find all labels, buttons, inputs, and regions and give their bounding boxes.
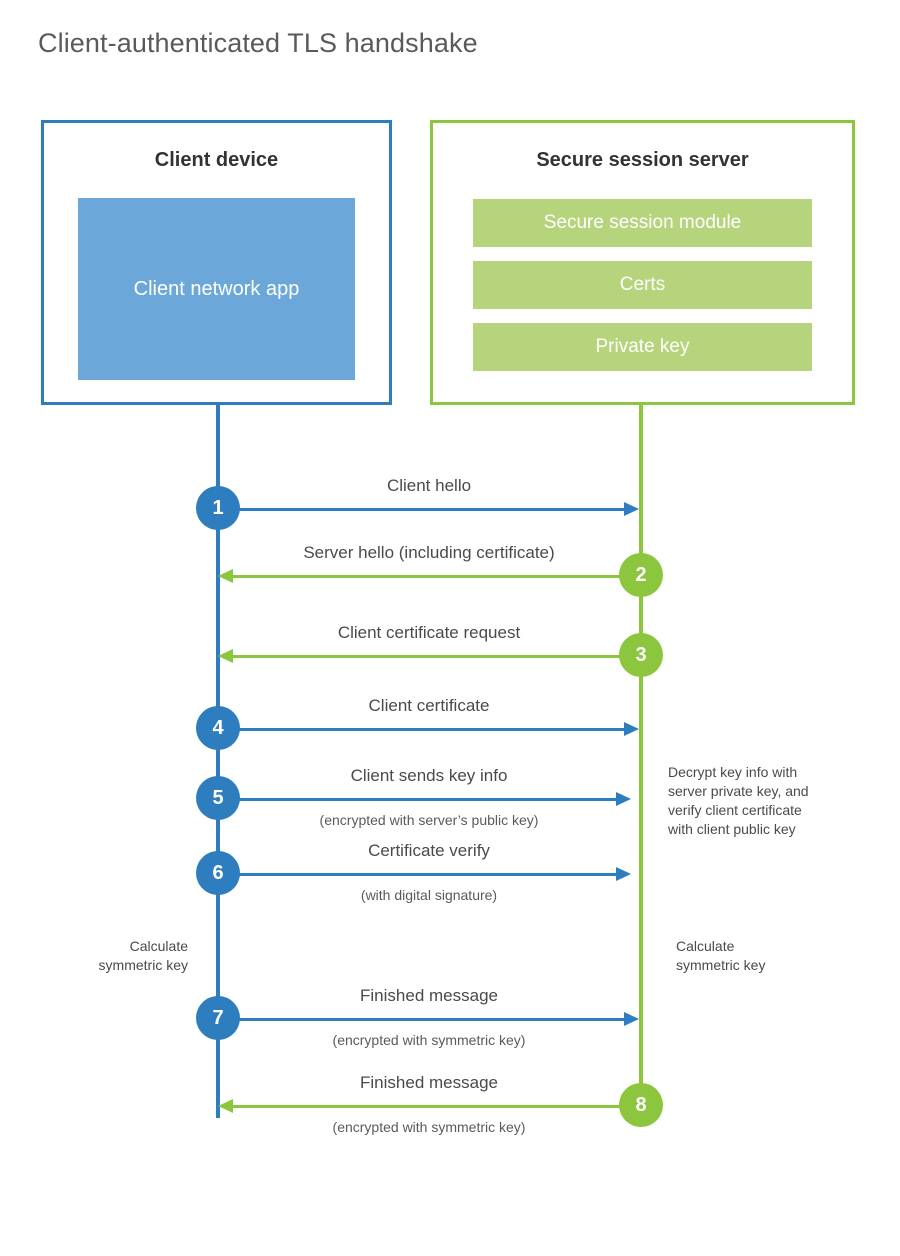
server-component-list: Secure session module Certs Private key: [473, 199, 812, 371]
client-device-box: Client device Client network app: [41, 120, 392, 405]
message-label: Finished message: [360, 1073, 498, 1092]
client-network-app-block: Client network app: [78, 198, 355, 380]
server-decrypt-note: Decrypt key info with server private key…: [668, 764, 809, 837]
step-circle-7: 7: [196, 996, 240, 1040]
message-line: [233, 655, 641, 658]
server-component-bar: Private key: [473, 323, 812, 371]
step-circle-6: 6: [196, 851, 240, 895]
arrowhead-left-icon: [218, 1099, 233, 1113]
message-line: [233, 575, 641, 578]
arrowhead-left-icon: [218, 569, 233, 583]
message-label: Server hello (including certificate): [303, 543, 555, 562]
message-sublabel: (encrypted with symmetric key): [332, 1032, 526, 1048]
message-line: [218, 873, 618, 876]
message-line: [218, 798, 618, 801]
step-circle-2: 2: [619, 553, 663, 597]
arrowhead-left-icon: [218, 649, 233, 663]
message-label: Client certificate: [368, 696, 490, 715]
message-sublabel: (encrypted with server’s public key): [319, 812, 539, 828]
step-circle-3: 3: [619, 633, 663, 677]
message-line: [218, 1018, 626, 1021]
server-component-bar: Secure session module: [473, 199, 812, 247]
arrowhead-right-icon: [616, 792, 631, 806]
page-title: Client-authenticated TLS handshake: [38, 28, 478, 58]
arrowhead-right-icon: [616, 867, 631, 881]
arrowhead-right-icon: [624, 1012, 639, 1026]
arrowhead-right-icon: [624, 722, 639, 736]
message-label: Finished message: [360, 986, 498, 1005]
client-device-title: Client device: [154, 149, 279, 171]
message-sublabel: (with digital signature): [360, 887, 498, 903]
server-component-bar: Certs: [473, 261, 812, 309]
step-circle-8: 8: [619, 1083, 663, 1127]
message-line: [218, 728, 626, 731]
message-label: Client certificate request: [337, 623, 521, 642]
step-circle-5: 5: [196, 776, 240, 820]
step-circle-4: 4: [196, 706, 240, 750]
client-lifeline: [216, 403, 220, 1118]
server-lifeline: [639, 403, 643, 1107]
message-sublabel: (encrypted with symmetric key): [332, 1119, 526, 1135]
message-label: Certificate verify: [368, 841, 490, 860]
message-label: Client hello: [386, 476, 472, 495]
step-circle-1: 1: [196, 486, 240, 530]
secure-session-server-box: Secure session server Secure session mod…: [430, 120, 855, 405]
message-line: [218, 508, 626, 511]
server-calculate-note: Calculate symmetric key: [676, 938, 766, 973]
client-calculate-note: Calculate symmetric key: [98, 938, 188, 973]
message-line: [233, 1105, 641, 1108]
secure-session-server-title: Secure session server: [536, 149, 749, 171]
arrowhead-right-icon: [624, 502, 639, 516]
message-label: Client sends key info: [350, 766, 508, 785]
